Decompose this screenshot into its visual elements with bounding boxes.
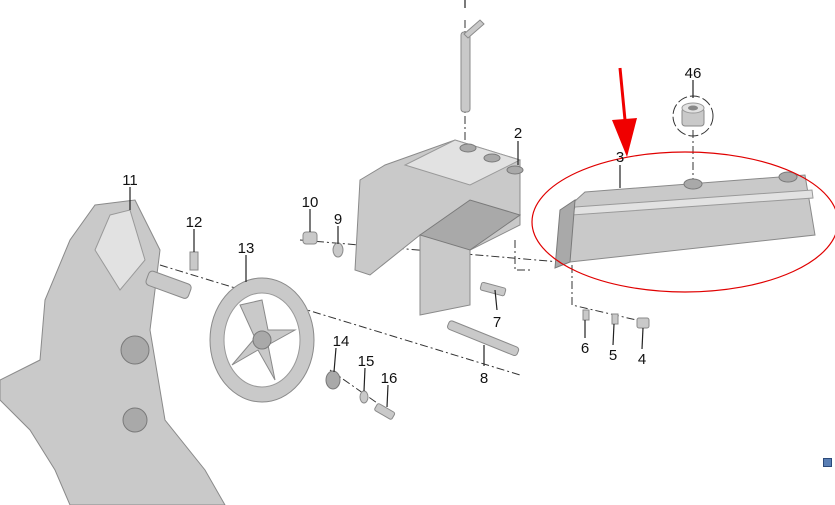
callout-6[interactable]: 6: [581, 340, 589, 357]
part-4-nut[interactable]: [636, 317, 650, 329]
callout-3[interactable]: 3: [616, 149, 624, 166]
axis-line: [571, 265, 646, 323]
callout-5[interactable]: 5: [609, 347, 617, 364]
red-arrow-icon: [612, 67, 637, 157]
callout-1[interactable]: 1: [461, 0, 469, 1]
part-1-pin[interactable]: [460, 19, 485, 113]
callout-16[interactable]: 16: [381, 370, 398, 387]
part-9-washer[interactable]: [332, 242, 344, 258]
part-13-pulley[interactable]: [209, 277, 315, 403]
part-8-bolt[interactable]: [447, 320, 520, 357]
part-16-bolt[interactable]: [374, 403, 396, 420]
part-11-gearbox[interactable]: [0, 199, 226, 505]
callout-9[interactable]: 9: [334, 211, 342, 228]
callout-11[interactable]: 11: [122, 172, 138, 189]
callout-4[interactable]: 4: [638, 351, 646, 368]
axis-line: [514, 240, 530, 271]
expand-button[interactable]: [823, 458, 832, 467]
callout-2[interactable]: 2: [514, 125, 522, 142]
part-5-washer[interactable]: [611, 313, 619, 325]
callout-13[interactable]: 13: [238, 240, 255, 257]
callout-7[interactable]: 7: [493, 314, 501, 331]
callout-8[interactable]: 8: [480, 370, 488, 387]
part-7-bolt[interactable]: [479, 281, 507, 297]
callout-10[interactable]: 10: [302, 194, 319, 211]
part-12-key[interactable]: [189, 251, 199, 271]
callout-14[interactable]: 14: [333, 333, 350, 350]
part-15-washer[interactable]: [359, 390, 369, 404]
part-3-cover[interactable]: [554, 171, 816, 269]
axis-line: [159, 264, 521, 376]
callout-46[interactable]: 46: [685, 65, 702, 82]
callout-15[interactable]: 15: [358, 353, 375, 370]
part-10-nut[interactable]: [302, 231, 318, 245]
part-46-spacer[interactable]: [672, 95, 714, 137]
highlight-ellipse: [531, 151, 835, 293]
callout-12[interactable]: 12: [186, 214, 203, 231]
part-6-washer[interactable]: [582, 309, 590, 321]
part-14-washer[interactable]: [325, 370, 341, 390]
part-2-bracket[interactable]: [354, 139, 524, 316]
